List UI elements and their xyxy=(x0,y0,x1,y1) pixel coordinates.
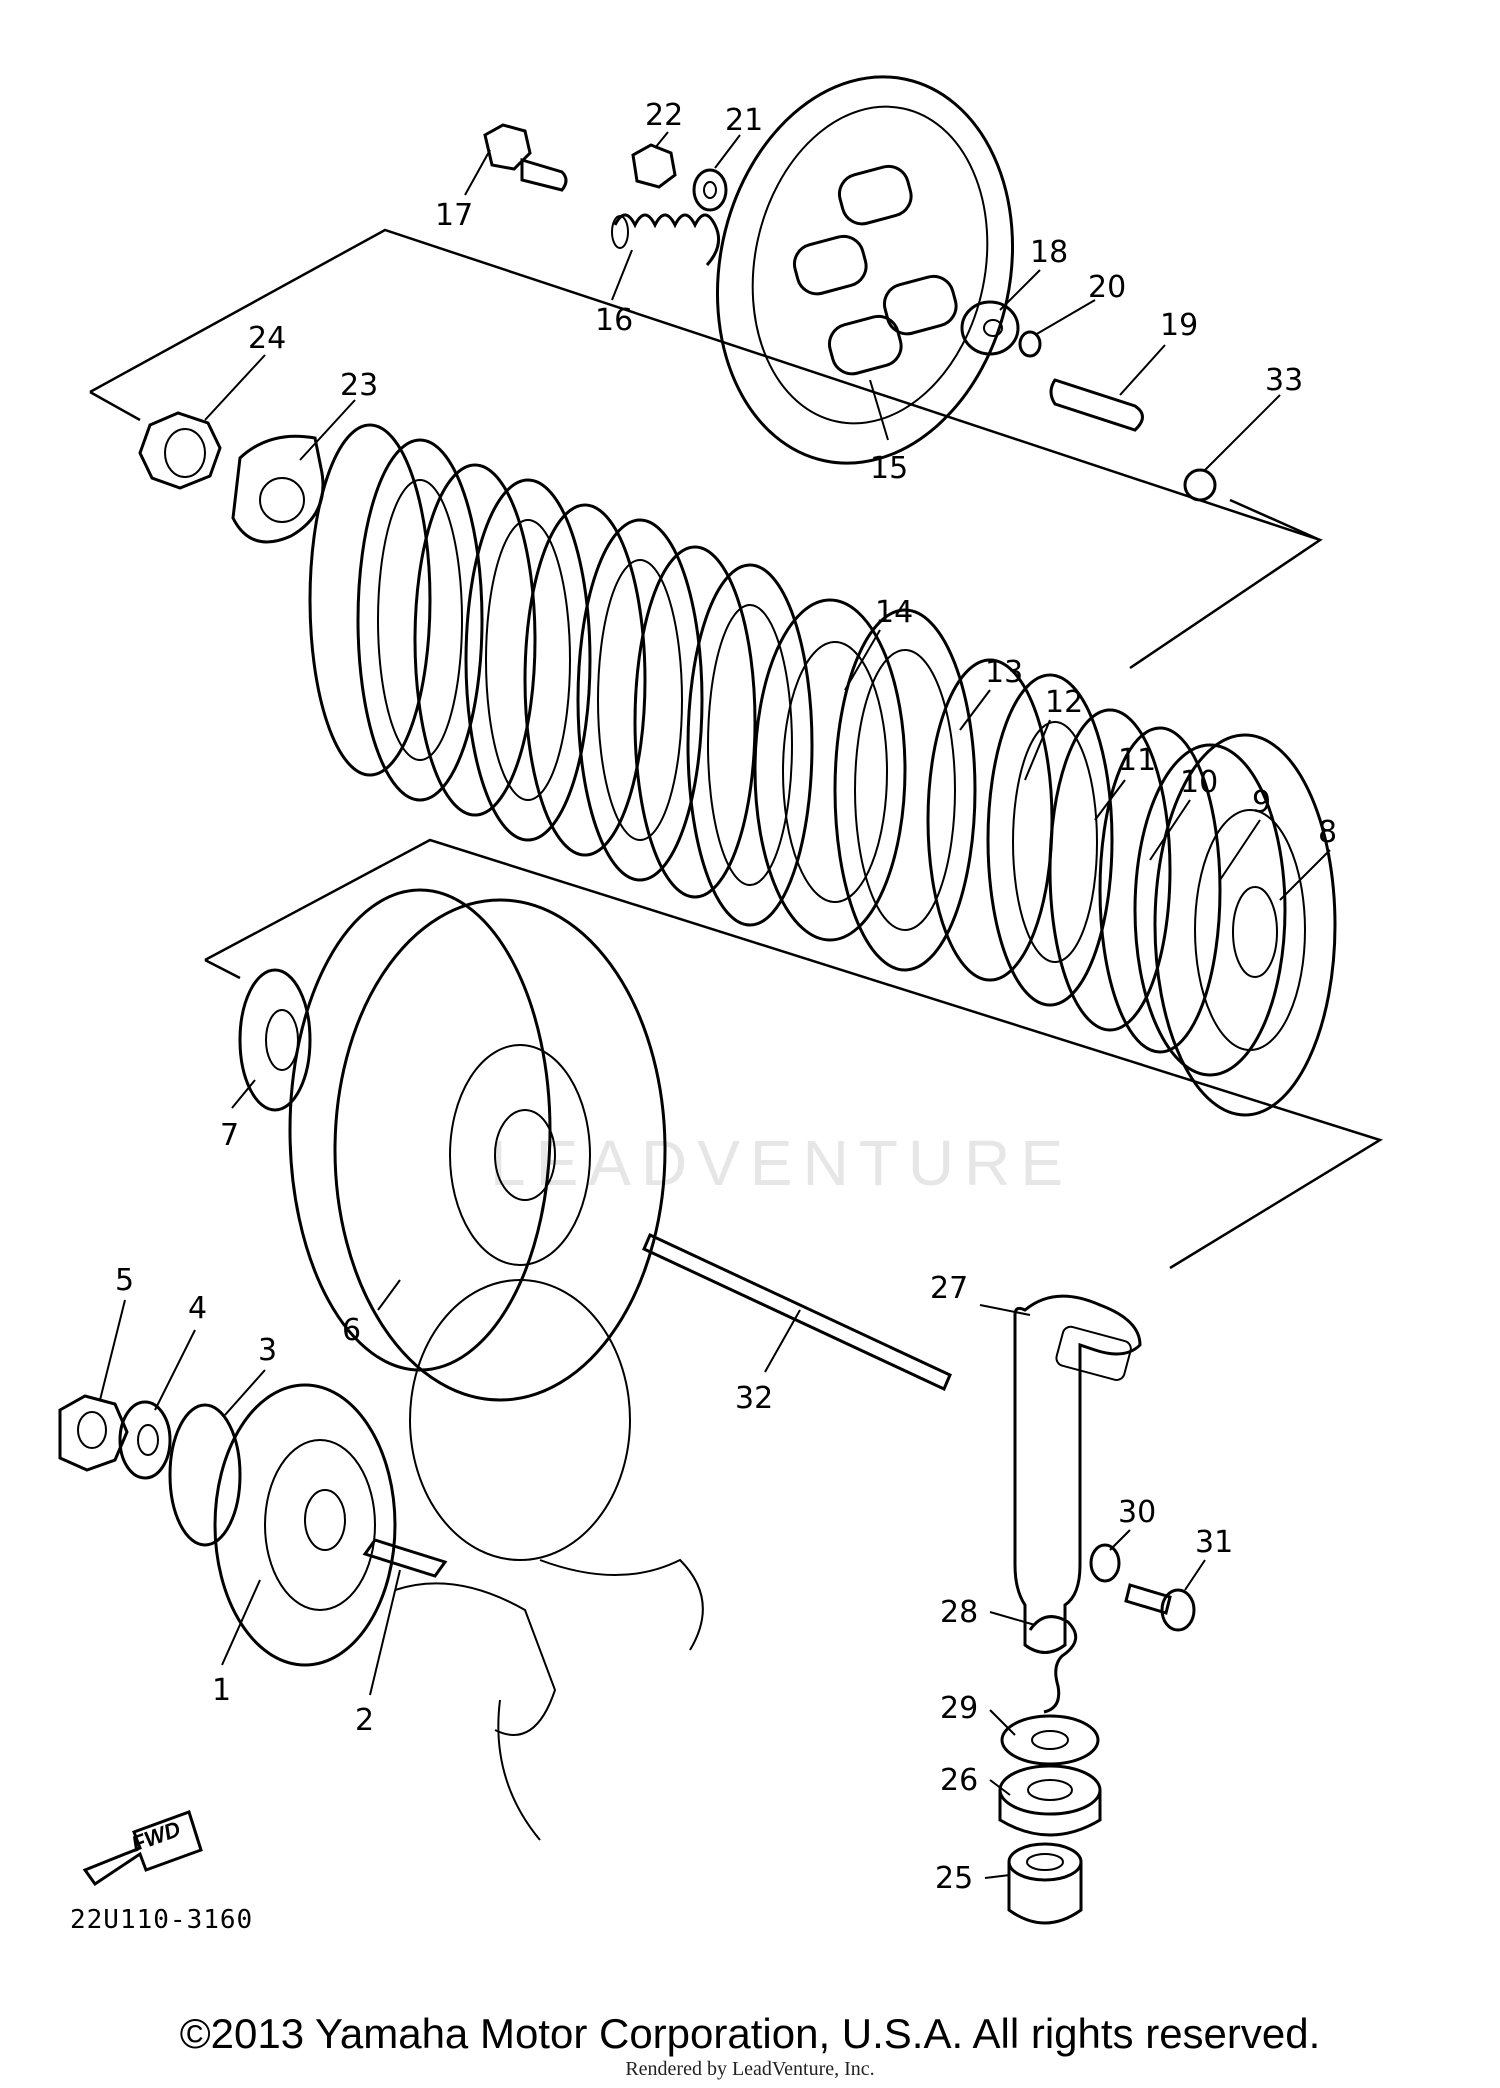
callout-18: 18 xyxy=(1030,235,1068,270)
callout-2: 2 xyxy=(355,1703,374,1738)
part-26-oil-seal xyxy=(998,1764,1102,1837)
callout-4: 4 xyxy=(188,1291,207,1326)
callout-28: 28 xyxy=(940,1595,978,1630)
callout-3: 3 xyxy=(258,1333,277,1368)
callout-7: 7 xyxy=(220,1118,239,1153)
part-8-clutch-boss xyxy=(1133,733,1337,1117)
callout-17: 17 xyxy=(435,198,473,233)
part-30-washer xyxy=(1089,1543,1121,1583)
part-1-primary-drive-gear xyxy=(213,1383,397,1667)
part-33-ball xyxy=(1183,468,1217,502)
guide-line-upper xyxy=(89,228,1323,670)
callout-26: 26 xyxy=(940,1763,978,1798)
watermark-text: LEADVENTURE xyxy=(490,1127,1073,1199)
part-14-friction-plate xyxy=(753,598,907,942)
guide-line-upper-left xyxy=(89,390,141,422)
part-28-return-spring xyxy=(1028,1615,1078,1714)
guide-line-lower xyxy=(204,838,1383,1270)
part-9-seat xyxy=(1098,726,1222,1054)
callout-24: 24 xyxy=(248,321,286,356)
crankshaft-outline xyxy=(394,1279,704,1841)
clutch-plate-stack xyxy=(308,423,814,927)
callout-29: 29 xyxy=(940,1691,978,1726)
callout-9: 9 xyxy=(1252,785,1271,820)
part-2-straight-key xyxy=(362,1538,448,1578)
clutch-exploded-diagram: LEADVENTURE xyxy=(58,75,1383,1925)
callout-27: 27 xyxy=(930,1271,968,1306)
callout-1: 1 xyxy=(212,1673,231,1708)
rendered-by-notice: Rendered by LeadVenture, Inc. xyxy=(625,2058,875,2080)
part-27-push-lever-axle xyxy=(1013,1294,1142,1654)
part-20-o-ring xyxy=(1018,330,1042,358)
callout-23: 23 xyxy=(340,368,378,403)
callout-6: 6 xyxy=(342,1313,361,1348)
part-12-circlip xyxy=(926,658,1054,982)
part-6-clutch-housing xyxy=(288,888,667,1402)
part-31-screw xyxy=(1124,1583,1196,1632)
callout-10: 10 xyxy=(1180,765,1218,800)
part-21-washer xyxy=(692,168,728,212)
part-22-nut xyxy=(631,143,677,189)
callout-5: 5 xyxy=(115,1263,134,1298)
callout-30: 30 xyxy=(1118,1495,1156,1530)
callout-labels: 24 23 17 22 21 16 15 18 20 19 33 14 13 1… xyxy=(115,98,1337,1896)
part-11-plate xyxy=(986,673,1114,1007)
callout-8: 8 xyxy=(1318,815,1337,850)
callout-11: 11 xyxy=(1118,743,1156,778)
part-4-lock-washer xyxy=(118,1400,172,1480)
callout-20: 20 xyxy=(1088,270,1126,305)
callout-15: 15 xyxy=(870,451,908,486)
callout-19: 19 xyxy=(1160,308,1198,343)
callout-22: 22 xyxy=(645,98,683,133)
guide-line-lower-left xyxy=(204,958,241,980)
part-19-push-rod xyxy=(1049,378,1144,432)
part-16-spring xyxy=(611,213,721,267)
part-32-push-rod xyxy=(642,1232,952,1392)
callout-16: 16 xyxy=(595,303,633,338)
part-25-bearing xyxy=(1007,1842,1083,1925)
diagram-code: 22U110-3160 xyxy=(70,1905,254,1935)
part-23-lock-washer xyxy=(231,434,325,544)
part-10-spring xyxy=(1048,708,1172,1032)
part-15-pressure-plate xyxy=(715,75,1015,465)
part-13-clutch-plate xyxy=(833,608,977,972)
part-24-nut xyxy=(138,411,222,490)
part-18-nut xyxy=(960,300,1020,356)
callout-14: 14 xyxy=(875,595,913,630)
copyright-notice: ©2013 Yamaha Motor Corporation, U.S.A. A… xyxy=(179,2010,1321,2057)
callout-12: 12 xyxy=(1045,685,1083,720)
callout-31: 31 xyxy=(1195,1525,1233,1560)
part-5-nut xyxy=(58,1394,129,1472)
callout-25: 25 xyxy=(935,1861,973,1896)
part-29-washer xyxy=(1000,1714,1100,1766)
part-17-bolt xyxy=(483,123,568,192)
callout-33: 33 xyxy=(1265,363,1303,398)
fwd-label: FWD xyxy=(128,1816,184,1857)
guide-line-upper-right xyxy=(1229,498,1321,542)
callout-32: 32 xyxy=(735,1381,773,1416)
callout-21: 21 xyxy=(725,103,763,138)
leader-lines xyxy=(99,131,1331,1879)
fwd-arrow-icon: FWD xyxy=(82,1810,203,1887)
callout-13: 13 xyxy=(985,655,1023,690)
part-3-plate-washer xyxy=(168,1403,242,1547)
